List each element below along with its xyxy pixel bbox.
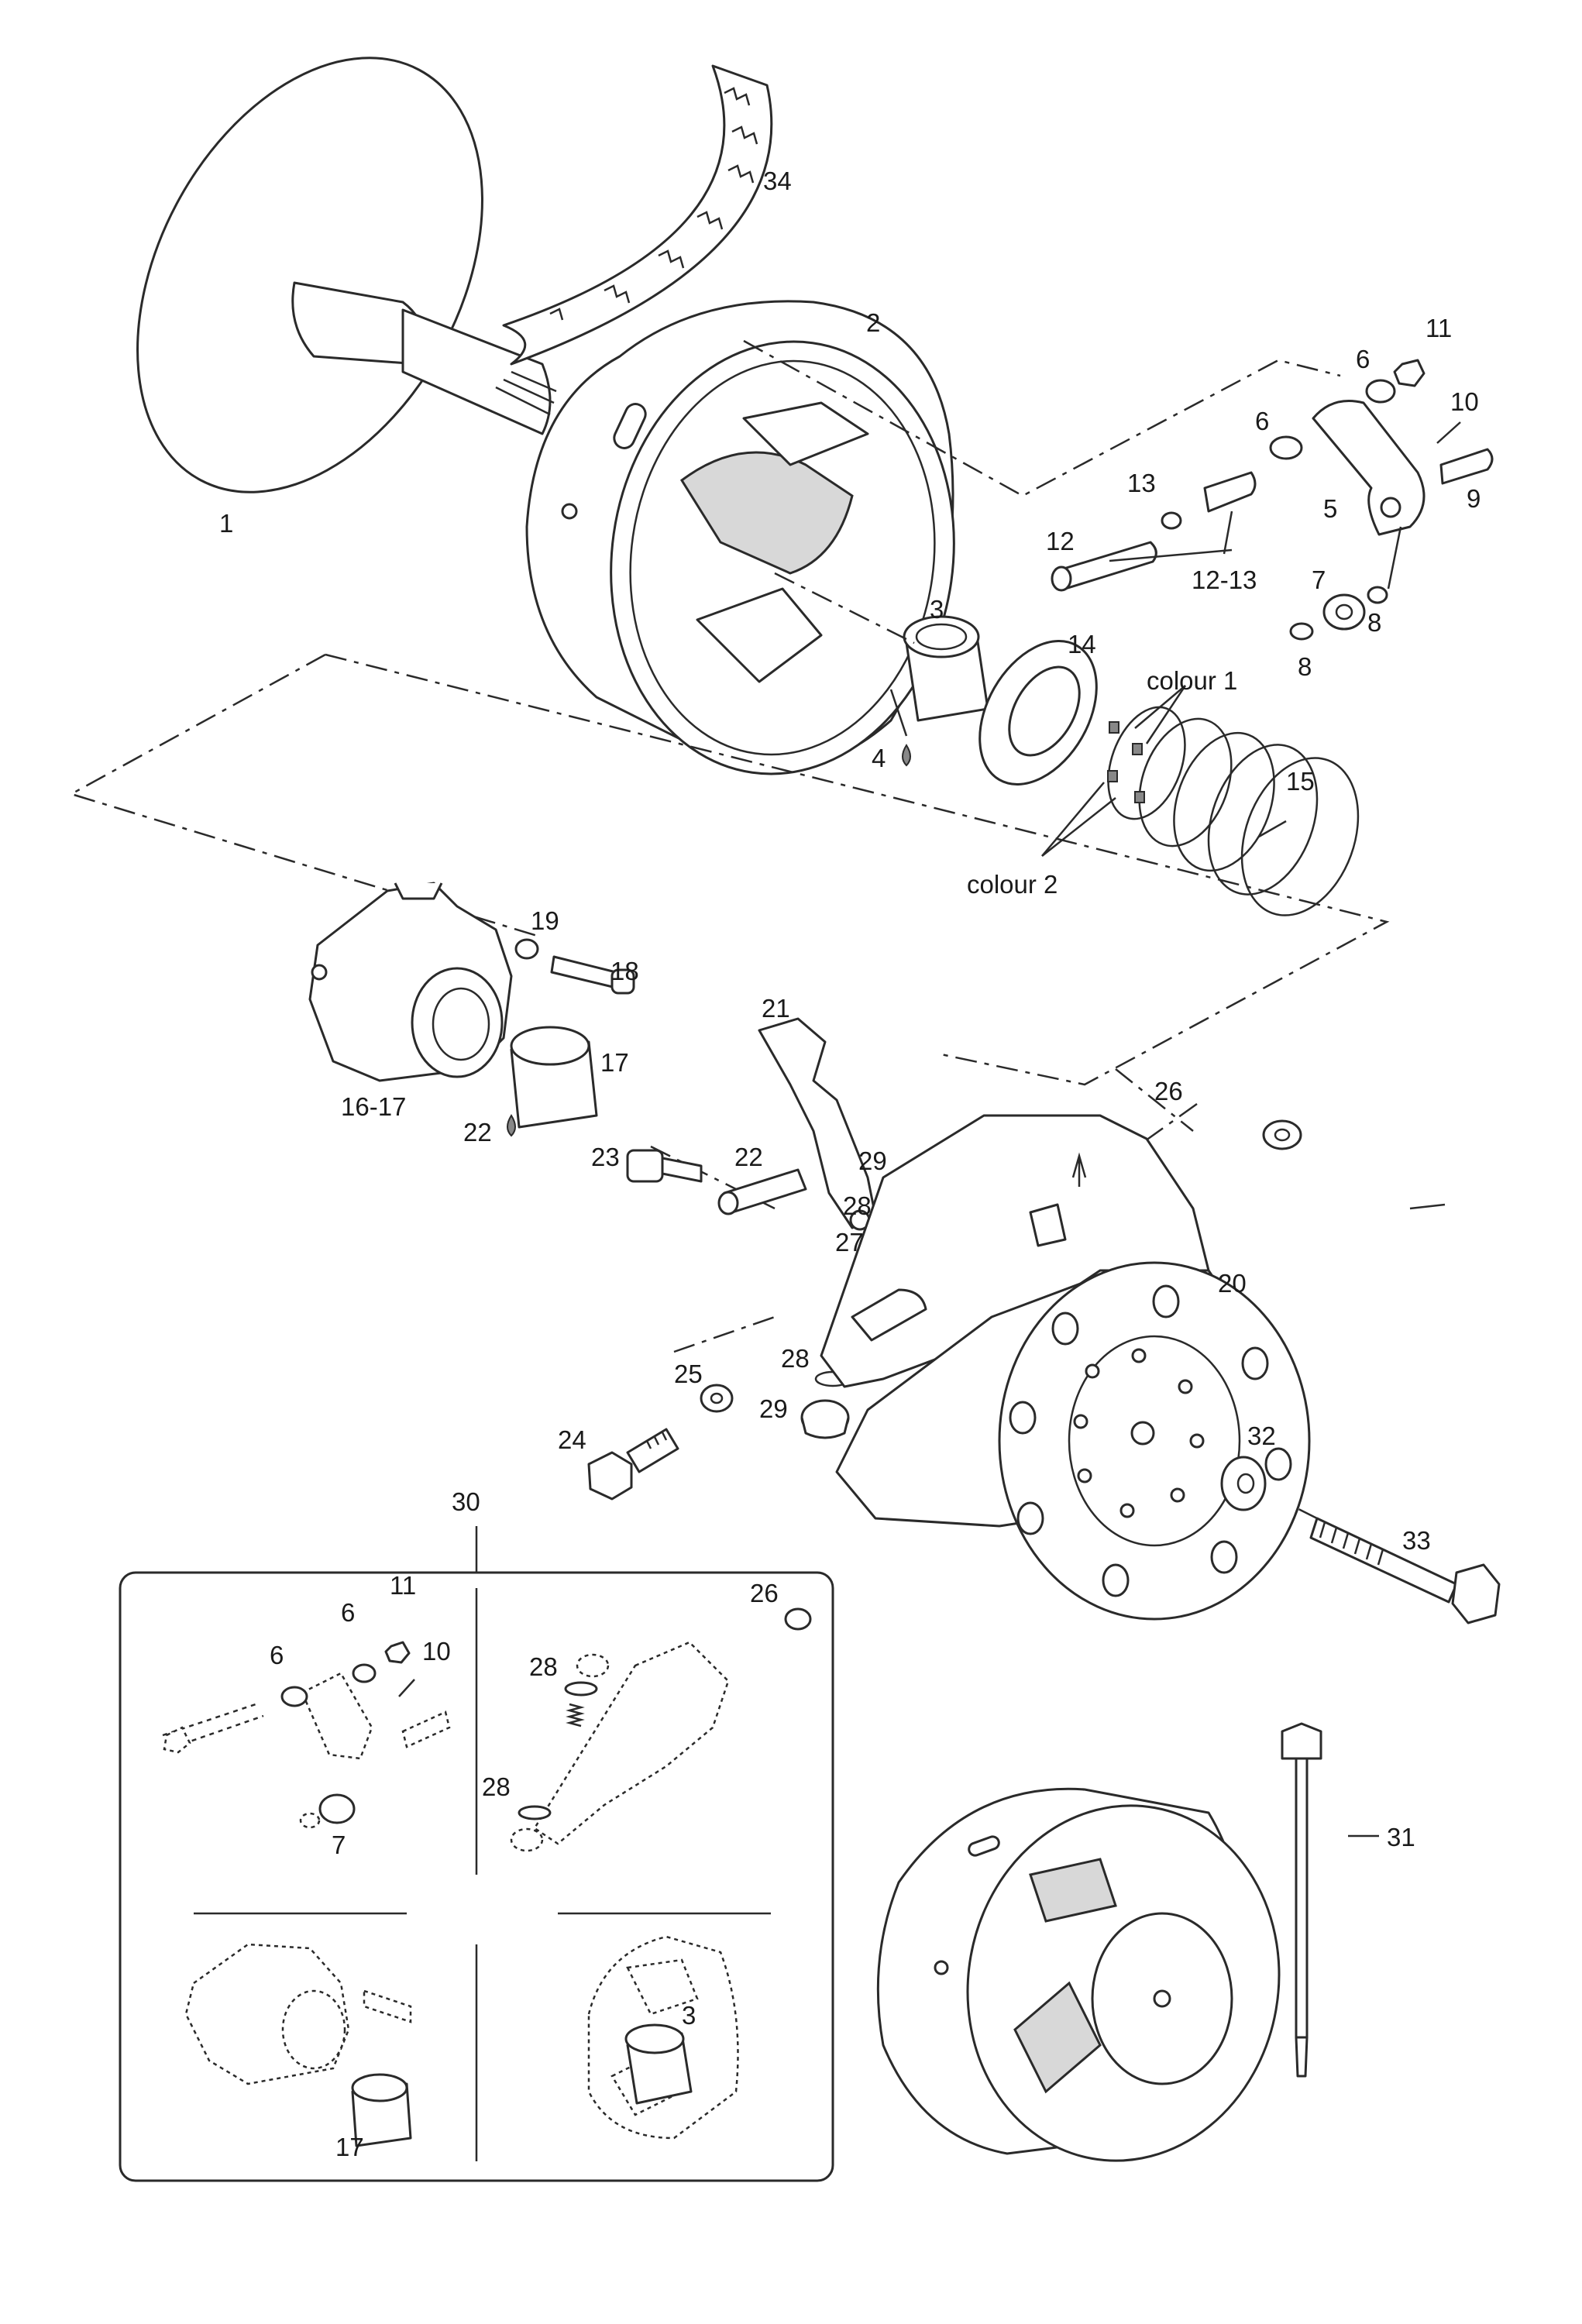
callout-31: 31 — [1387, 1823, 1415, 1851]
part-14-spring-seat — [978, 640, 1098, 786]
callout-8b: 8 — [1298, 652, 1312, 681]
inset-callout-6b: 6 — [270, 1641, 284, 1669]
roller-lever-assembly — [1051, 359, 1494, 641]
part-1-fixed-sheave — [136, 57, 557, 493]
callout-33: 33 — [1402, 1526, 1431, 1555]
assembled-clutch — [876, 1787, 1281, 2162]
callout-13: 13 — [1127, 469, 1156, 497]
callout-4: 4 — [872, 744, 886, 772]
callout-19: 19 — [531, 906, 559, 935]
part-20-housing — [820, 1114, 1311, 1621]
callout-14: 14 — [1068, 630, 1096, 658]
inset-lever-detail — [162, 1641, 451, 1829]
inset-callout-11: 11 — [390, 1571, 416, 1600]
inset-callout-28a: 28 — [529, 1652, 558, 1681]
callout-3: 3 — [930, 595, 944, 624]
callout-6b: 6 — [1255, 407, 1269, 435]
callout-16-17: 16-17 — [341, 1092, 406, 1121]
part-15-spring — [1107, 706, 1360, 916]
inset-callout-10: 10 — [422, 1637, 451, 1666]
callout-6a: 6 — [1356, 345, 1370, 373]
callout-11: 11 — [1426, 314, 1452, 342]
callout-17: 17 — [600, 1048, 629, 1077]
callout-29a: 29 — [858, 1147, 887, 1175]
inset-callout-3: 3 — [682, 2001, 696, 2030]
callout-30: 30 — [452, 1487, 480, 1516]
callout-9: 9 — [1467, 484, 1481, 513]
part-16-cam — [308, 882, 513, 1082]
part-17-bushing — [510, 1026, 598, 1129]
callout-28b: 28 — [781, 1344, 810, 1373]
callout-1: 1 — [219, 509, 233, 538]
callout-10: 10 — [1450, 387, 1479, 416]
callout-24: 24 — [558, 1425, 586, 1454]
callout-21: 21 — [762, 994, 790, 1023]
part-24-bolt — [587, 1428, 679, 1501]
callout-28a: 28 — [843, 1191, 872, 1220]
callouts: 1 34 2 11 6 10 6 13 5 9 12 12-13 7 8 8 3… — [219, 167, 1481, 1851]
assembly-lines — [68, 339, 1390, 1520]
part-31-tool-bolt — [1281, 1722, 1322, 2078]
inset-plug-detail — [510, 1607, 812, 1852]
part-25-washer — [700, 1384, 734, 1413]
inset-callout-26: 26 — [750, 1579, 779, 1607]
inset-callout-7: 7 — [332, 1831, 346, 1859]
grease-drop-icon — [902, 744, 911, 767]
callout-23: 23 — [591, 1143, 620, 1171]
part-23-bolt — [626, 1149, 703, 1183]
part-33-bolt — [1309, 1517, 1501, 1624]
callout-15: 15 — [1286, 767, 1315, 796]
callout-colour1: colour 1 — [1147, 666, 1237, 695]
part-34-drive-belt — [502, 64, 773, 366]
callout-20: 20 — [1218, 1269, 1247, 1298]
callout-12: 12 — [1046, 527, 1075, 555]
part-3-bushing — [903, 615, 989, 722]
callout-18: 18 — [610, 957, 639, 985]
callout-26: 26 — [1154, 1077, 1183, 1105]
inset-cam-detail — [184, 1943, 412, 2147]
callout-7: 7 — [1312, 566, 1326, 594]
inset-callout-6a: 6 — [341, 1598, 355, 1627]
inset-box-30 — [119, 1526, 834, 2182]
callout-34: 34 — [763, 167, 792, 195]
part-19-washer — [514, 938, 539, 960]
callout-8a: 8 — [1367, 608, 1381, 637]
callout-5: 5 — [1323, 494, 1337, 523]
callout-29b: 29 — [759, 1394, 788, 1423]
callout-25: 25 — [674, 1360, 703, 1388]
leader-lines — [889, 685, 1446, 1838]
callout-27: 27 — [835, 1228, 864, 1257]
callout-colour2: colour 2 — [967, 870, 1058, 899]
part-29-plug-bottom — [800, 1399, 850, 1439]
inset-callout-28b: 28 — [482, 1772, 511, 1801]
part-2-movable-sheave — [525, 300, 955, 775]
part-32-washer — [1220, 1456, 1267, 1511]
inset-callout-17: 17 — [335, 2133, 364, 2161]
inset-sheave-detail — [587, 1935, 739, 2140]
inset-callouts: 11 6 6 10 7 26 28 28 3 17 — [270, 1571, 779, 2161]
grease-drop-icon-2 — [507, 1114, 516, 1137]
callout-22b: 22 — [734, 1143, 763, 1171]
part-18-screw — [550, 955, 635, 995]
callout-22a: 22 — [463, 1118, 492, 1147]
callout-2: 2 — [866, 308, 880, 337]
callout-12-13: 12-13 — [1192, 566, 1257, 594]
part-22-pin — [717, 1168, 807, 1215]
callout-32: 32 — [1247, 1422, 1276, 1450]
part-26-nut — [1262, 1119, 1302, 1150]
part-21-lever — [758, 1017, 877, 1231]
